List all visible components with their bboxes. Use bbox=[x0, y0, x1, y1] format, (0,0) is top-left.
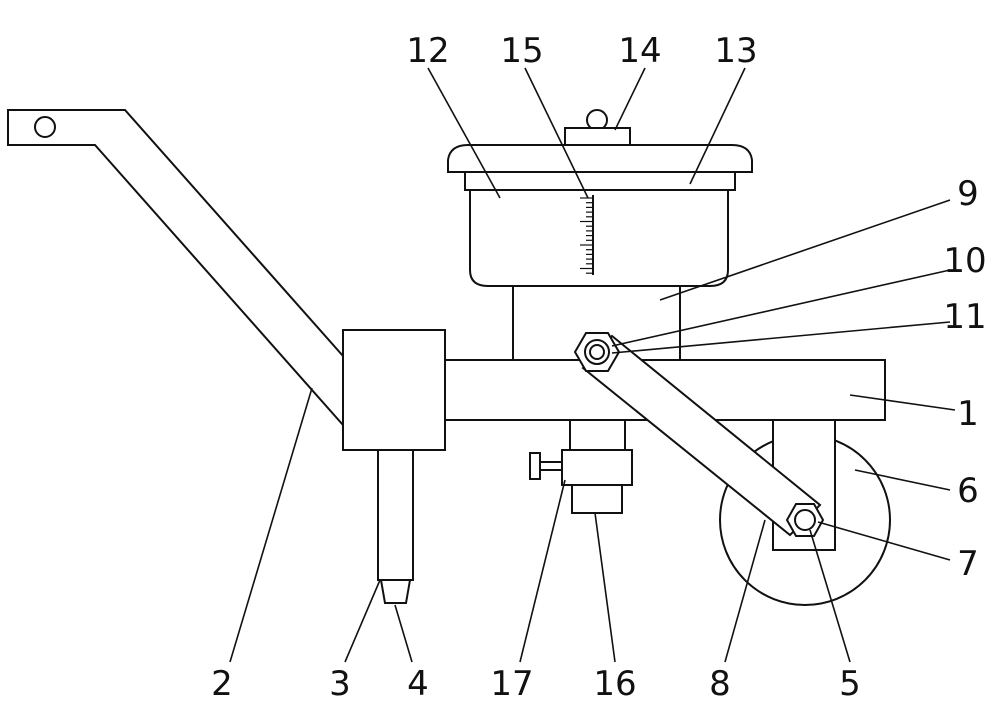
valve-knob bbox=[530, 453, 540, 479]
leg bbox=[378, 450, 413, 580]
label-1: 1 bbox=[957, 394, 979, 434]
label-6: 6 bbox=[957, 471, 979, 511]
valve-stem bbox=[540, 462, 562, 470]
valve-body bbox=[562, 450, 632, 485]
axle bbox=[795, 510, 815, 530]
label-8: 8 bbox=[709, 664, 731, 704]
label-11: 11 bbox=[943, 297, 986, 337]
nozzle bbox=[381, 580, 410, 603]
label-14: 14 bbox=[618, 31, 661, 71]
label-9: 9 bbox=[957, 174, 979, 214]
label-10: 10 bbox=[943, 241, 986, 281]
valve-top bbox=[570, 420, 625, 450]
label-15: 15 bbox=[500, 31, 543, 71]
handle-hole bbox=[35, 117, 55, 137]
label-2: 2 bbox=[211, 664, 233, 704]
label-3: 3 bbox=[329, 664, 351, 704]
label-12: 12 bbox=[406, 31, 449, 71]
label-17: 17 bbox=[490, 664, 533, 704]
valve-outlet bbox=[572, 485, 622, 513]
pivot-pin bbox=[590, 345, 604, 359]
label-5: 5 bbox=[839, 664, 861, 704]
label-13: 13 bbox=[714, 31, 757, 71]
mount-box bbox=[343, 330, 445, 450]
label-4: 4 bbox=[407, 664, 429, 704]
handle bbox=[8, 110, 343, 425]
label-16: 16 bbox=[593, 664, 636, 704]
label-7: 7 bbox=[957, 544, 979, 584]
lid-knob bbox=[565, 128, 630, 145]
tank-body bbox=[470, 190, 728, 286]
